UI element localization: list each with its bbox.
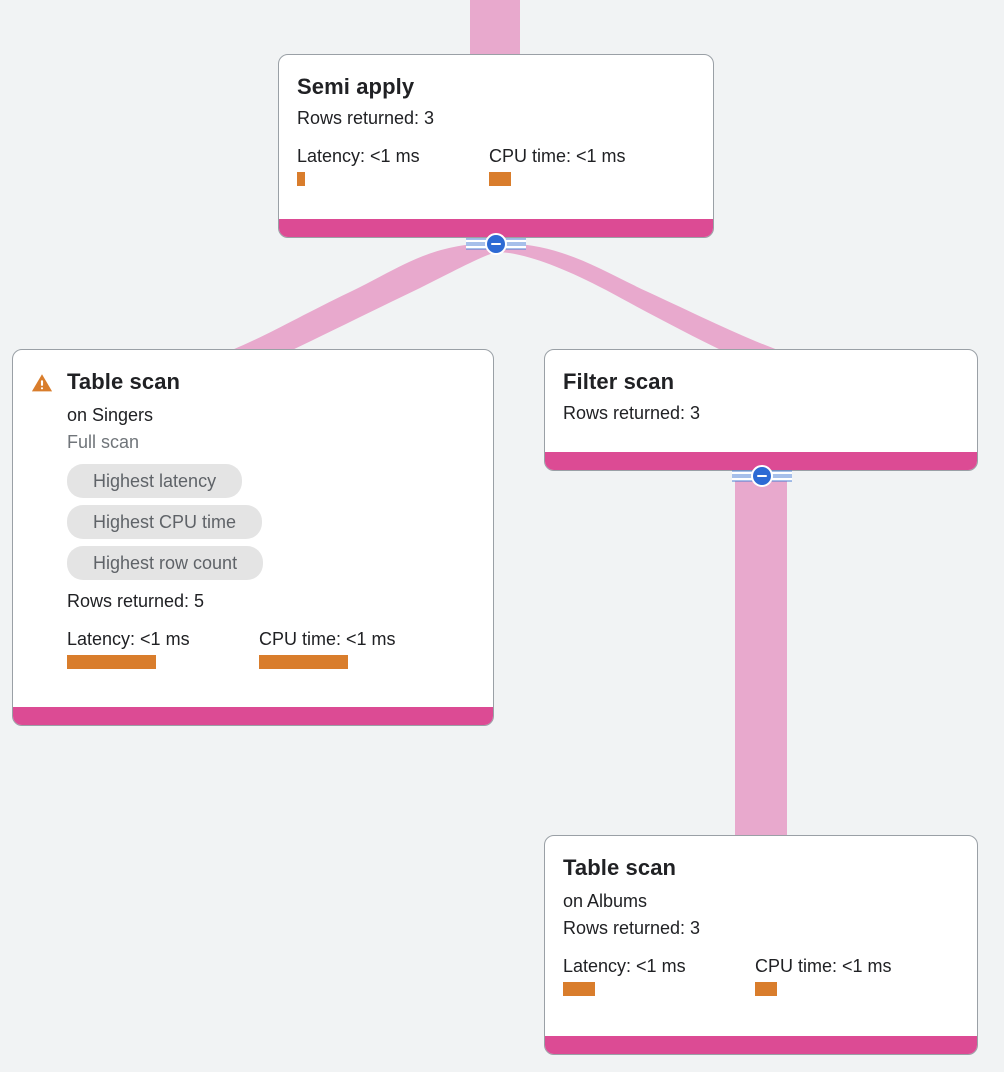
edge-filter-scan-to-table-scan-albums [735, 472, 787, 840]
edge-semi-apply-to-filter-scan [496, 243, 783, 352]
node-semi-apply[interactable]: Semi apply Rows returned: 3 Latency: <1 … [278, 54, 714, 238]
metric-latency: Latency: <1 ms [297, 144, 489, 186]
warning-icon [31, 374, 53, 392]
edge-semi-apply-to-table-scan-singers [232, 243, 496, 352]
node-filter-scan[interactable]: Filter scan Rows returned: 3 [544, 349, 978, 471]
metric-latency-label: Latency: <1 ms [67, 629, 190, 649]
rows-returned: Rows returned: 3 [297, 108, 435, 128]
metric-cpu-time: CPU time: <1 ms [259, 627, 396, 669]
node-status-bar [279, 219, 713, 237]
node-semi-apply-title-row: Semi apply [297, 73, 693, 101]
metric-latency-bar [297, 172, 305, 186]
metric-latency-label: Latency: <1 ms [563, 956, 686, 976]
metrics-row: Latency: <1 ms CPU time: <1 ms [67, 627, 473, 669]
node-table-scan-singers-title-row: Table scan [31, 368, 473, 396]
metric-cpu-time-bar [489, 172, 511, 186]
badge-highest-row-count: Highest row count [67, 546, 264, 580]
collapse-button-semi-apply[interactable] [466, 233, 526, 255]
metric-latency-label: Latency: <1 ms [297, 146, 420, 166]
badge-highest-cpu-time: Highest CPU time [67, 505, 263, 539]
node-filter-scan-title-row: Filter scan [563, 368, 957, 396]
node-table-scan-singers-body: Table scan on Singers Full scan Highest … [13, 350, 493, 707]
metric-latency-bar [563, 982, 595, 996]
node-status-bar [13, 707, 493, 725]
node-title: Filter scan [563, 369, 675, 394]
node-detail-block: on Singers Full scan Highest latency Hig… [67, 402, 473, 669]
node-status-bar [545, 1036, 977, 1054]
minus-icon[interactable] [751, 465, 773, 487]
metric-cpu-time-label: CPU time: <1 ms [259, 629, 396, 649]
node-title: Table scan [67, 369, 181, 394]
node-scan-type: Full scan [67, 432, 140, 452]
node-status-bar [545, 452, 977, 470]
metric-latency: Latency: <1 ms [67, 627, 259, 669]
rows-returned: Rows returned: 5 [67, 591, 205, 611]
node-semi-apply-body: Semi apply Rows returned: 3 Latency: <1 … [279, 55, 713, 219]
metric-latency: Latency: <1 ms [563, 954, 755, 996]
node-table-scan-albums-title-row: Table scan [563, 854, 957, 882]
metrics-row: Latency: <1 ms CPU time: <1 ms [563, 954, 957, 996]
collapse-button-filter-scan[interactable] [732, 465, 792, 487]
metric-cpu-time-label: CPU time: <1 ms [755, 956, 892, 976]
node-subtitle: on Singers [67, 405, 154, 425]
metric-cpu-time: CPU time: <1 ms [489, 144, 626, 186]
node-table-scan-singers[interactable]: Table scan on Singers Full scan Highest … [12, 349, 494, 726]
rows-returned: Rows returned: 3 [563, 403, 701, 423]
node-table-scan-albums-body: Table scan on Albums Rows returned: 3 La… [545, 836, 977, 1036]
badge-list: Highest latency Highest CPU time Highest… [67, 464, 473, 580]
node-filter-scan-body: Filter scan Rows returned: 3 [545, 350, 977, 452]
edge-root-to-semi-apply [470, 0, 520, 56]
metric-latency-bar [67, 655, 156, 669]
badge-highest-latency: Highest latency [67, 464, 243, 498]
minus-icon[interactable] [485, 233, 507, 255]
node-title: Semi apply [297, 74, 415, 99]
node-table-scan-albums[interactable]: Table scan on Albums Rows returned: 3 La… [544, 835, 978, 1055]
rows-returned: Rows returned: 3 [563, 918, 701, 938]
node-title: Table scan [563, 855, 677, 880]
metric-cpu-time-bar [755, 982, 777, 996]
metric-cpu-time: CPU time: <1 ms [755, 954, 892, 996]
metrics-row: Latency: <1 ms CPU time: <1 ms [297, 144, 693, 186]
metric-cpu-time-label: CPU time: <1 ms [489, 146, 626, 166]
metric-cpu-time-bar [259, 655, 348, 669]
node-subtitle: on Albums [563, 891, 648, 911]
